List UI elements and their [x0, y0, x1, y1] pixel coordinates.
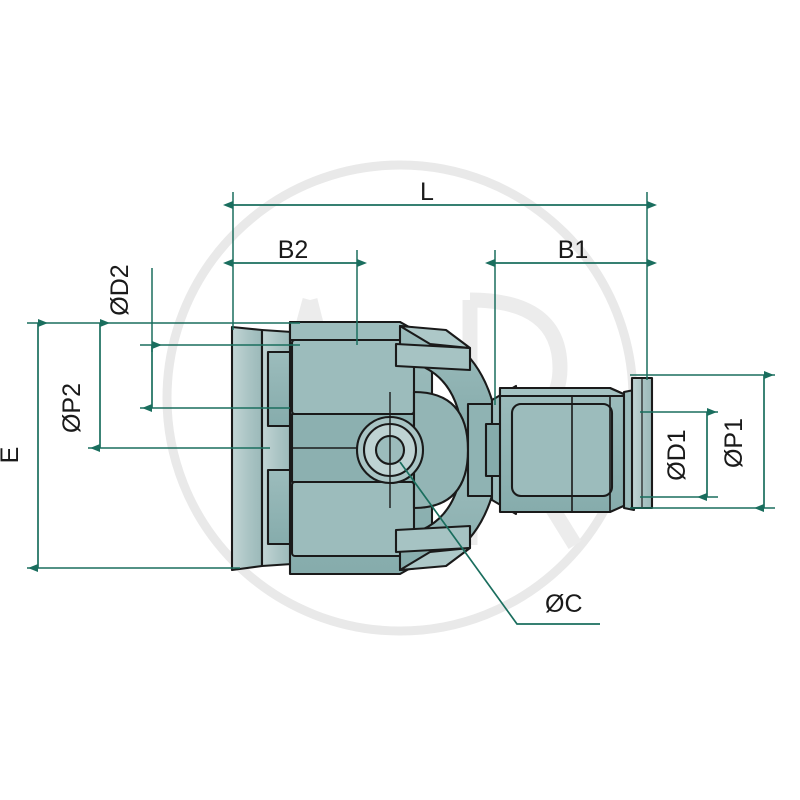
label-B2: B2: [278, 236, 309, 264]
label-OC: ØC: [545, 590, 583, 618]
label-L: L: [420, 178, 434, 206]
label-OD2: ØD2: [106, 264, 134, 315]
right-yoke-body: [498, 386, 630, 514]
label-OP1: ØP1: [720, 418, 748, 468]
label-OP2: ØP2: [58, 383, 86, 433]
right-flange: [622, 376, 654, 512]
label-OD1: ØD1: [663, 429, 691, 480]
center-cross-hub: [355, 390, 470, 510]
extension-lines: [27, 192, 775, 569]
part-drawing: [230, 320, 654, 576]
dimension-layer: [27, 192, 775, 625]
leader-OC: [399, 461, 600, 625]
label-B1: B1: [558, 236, 589, 264]
dimension-labels: L B2 B1 E ØP2 ØD2 ØD1 ØP1 ØC: [0, 178, 748, 618]
label-E: E: [0, 447, 24, 464]
